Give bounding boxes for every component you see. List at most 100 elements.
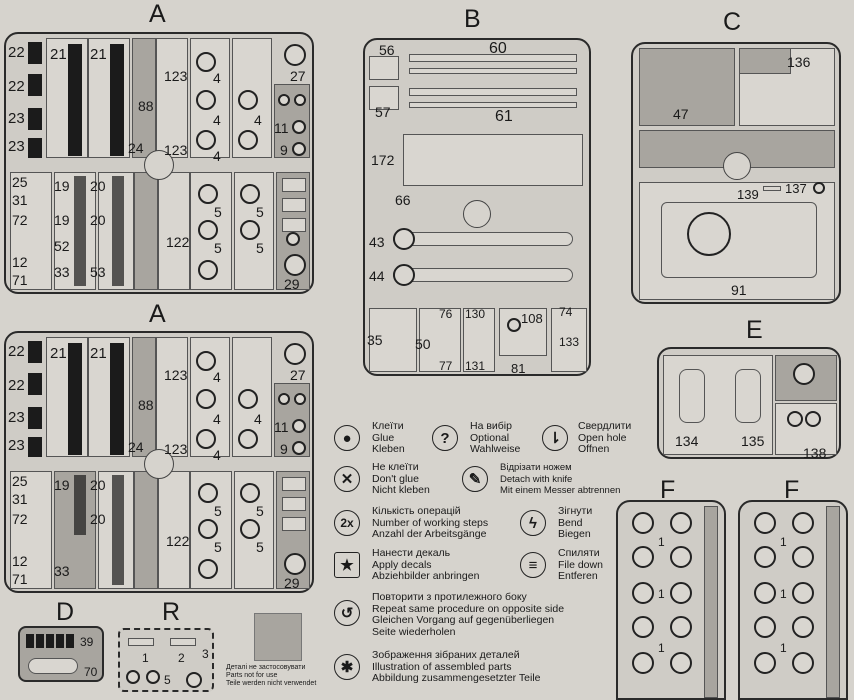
- part-number: 33: [54, 563, 70, 579]
- sprue-runner: [826, 506, 840, 698]
- part-number: 44: [369, 268, 385, 284]
- part-number: 4: [213, 112, 221, 128]
- sprue-r: 1 2 3 5: [118, 628, 214, 692]
- cell: [132, 337, 156, 457]
- part-108: [507, 318, 521, 332]
- sprue-runner: [704, 506, 718, 698]
- sprue-e: 134 135 138: [657, 347, 841, 460]
- road-wheel: [196, 429, 216, 449]
- cell: [463, 308, 495, 372]
- part-number: 20: [90, 178, 106, 194]
- part-number: 133: [559, 335, 580, 349]
- part-5: [126, 670, 140, 684]
- road-wheel-tire: [670, 616, 692, 638]
- road-wheel-tire: [754, 616, 776, 638]
- part-number: 5: [256, 503, 264, 519]
- small-wheel: [292, 419, 306, 433]
- part-number: 22: [8, 343, 25, 360]
- cell: [10, 172, 52, 290]
- track-link: [26, 634, 34, 648]
- part-number: 53: [90, 264, 106, 280]
- cell: [369, 86, 399, 110]
- part-number: 47: [673, 106, 689, 122]
- part-number: 71: [12, 571, 28, 587]
- part-number: 11: [274, 419, 289, 435]
- sprue-d: 39 70: [18, 626, 104, 682]
- track-run: [74, 176, 86, 286]
- road-wheel: [196, 389, 216, 409]
- road-wheel: [196, 130, 216, 150]
- part-number: 56: [379, 42, 395, 58]
- track-link: [28, 407, 42, 429]
- part-number: 22: [8, 44, 25, 61]
- road-wheel-tire: [632, 512, 654, 534]
- road-wheel: [198, 220, 218, 240]
- part-number: 22: [8, 78, 25, 95]
- small-wheel: [278, 94, 290, 106]
- part-number: 24: [128, 140, 144, 156]
- part-number: 134: [675, 433, 699, 449]
- part-number: 71: [12, 272, 28, 288]
- part-number: 23: [8, 110, 25, 127]
- sprocket: [393, 264, 415, 286]
- part-number: 12: [12, 254, 28, 270]
- road-wheel: [238, 130, 258, 150]
- part-number: 25: [12, 174, 28, 190]
- sprue-b: 56 60 57 61 172 66 43 44 76 35 50 77 130…: [363, 38, 591, 376]
- part-number: 1: [142, 651, 149, 665]
- sprue-a-top: 22 22 23 23 21 21 123 88 24 123 4 4 4 4 …: [4, 32, 314, 294]
- part-number: 5: [256, 204, 264, 220]
- part-number: 5: [214, 503, 222, 519]
- cell: [128, 638, 154, 646]
- sprue-c-letter: C: [723, 8, 742, 36]
- not-used-swatch: [254, 613, 302, 661]
- part-number: 20: [90, 212, 106, 228]
- part-number: 19: [54, 477, 70, 493]
- part-61: [409, 102, 577, 108]
- cupola: [787, 411, 803, 427]
- part-number: 20: [90, 511, 106, 527]
- part-61: [409, 88, 577, 96]
- track-link: [56, 634, 64, 648]
- road-wheel-tire: [670, 652, 692, 674]
- part-number: 70: [84, 665, 98, 679]
- small-wheel: [294, 94, 306, 106]
- part-number: 52: [54, 238, 70, 254]
- sprue-c: 136 47 139 137 91: [631, 42, 841, 304]
- cell: [369, 56, 399, 80]
- track-link: [28, 74, 42, 96]
- hatch: [282, 517, 306, 531]
- road-wheel-tire: [754, 582, 776, 604]
- part-number: 122: [166, 533, 190, 549]
- file-icon: ≡: [520, 552, 546, 578]
- part-number: 60: [489, 40, 507, 57]
- part-number: 1: [780, 587, 787, 601]
- cell: [158, 471, 190, 589]
- track-link: [28, 437, 42, 457]
- sprue-a-bottom-letter: A: [149, 300, 166, 328]
- sprue-f-left-letter: F: [660, 476, 676, 504]
- part-number: 108: [521, 311, 543, 326]
- small-wheel: [292, 120, 306, 134]
- track-link: [28, 138, 42, 158]
- part-number: 139: [737, 187, 759, 202]
- track-run: [112, 475, 124, 585]
- road-wheel-tire: [754, 546, 776, 568]
- part-5: [186, 672, 202, 688]
- track-run: [112, 176, 124, 286]
- road-wheel: [198, 260, 218, 280]
- road-wheel-tire: [670, 546, 692, 568]
- part-number: 31: [12, 491, 28, 507]
- part-number: 33: [54, 264, 70, 280]
- part-number: 137: [785, 181, 807, 196]
- hatch: [282, 477, 306, 491]
- part-172: [403, 134, 583, 186]
- road-wheel-tire: [792, 512, 814, 534]
- part-number: 25: [12, 473, 28, 489]
- part-number: 4: [254, 411, 262, 427]
- sprue-f-left: 1 1 1: [616, 500, 726, 700]
